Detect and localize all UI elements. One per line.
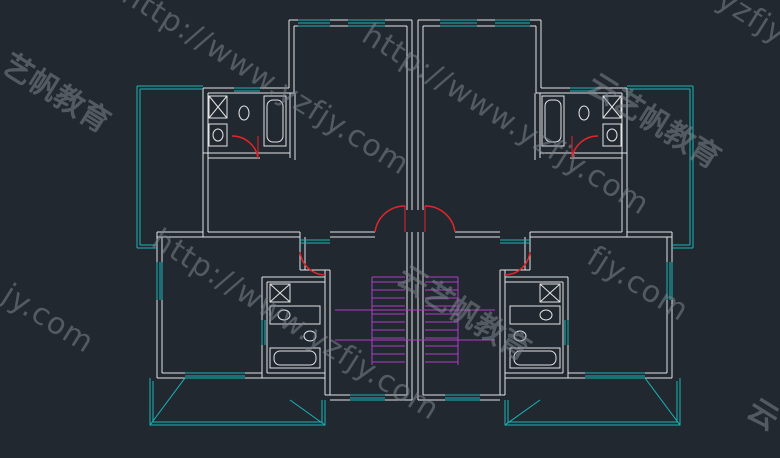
stair-treads-right bbox=[425, 281, 458, 363]
door-right-lower bbox=[504, 251, 531, 276]
fixtures bbox=[208, 95, 622, 369]
window-top-1 bbox=[298, 19, 330, 27]
watermarks: http://www.yzfjy.com http://www.yzfjy.co… bbox=[0, 0, 780, 438]
window-bottom-4 bbox=[445, 394, 480, 401]
watermark-url-left: jy.com bbox=[0, 277, 100, 361]
stair-landing-lines bbox=[335, 309, 495, 341]
stair-left-outline bbox=[371, 276, 405, 365]
fixture-tub-left-lower bbox=[269, 347, 321, 369]
opening-lower-right bbox=[564, 320, 569, 345]
wall-right-bath-inner bbox=[534, 93, 541, 160]
window-top-4 bbox=[495, 19, 530, 27]
stair-right-outline bbox=[425, 276, 459, 365]
wall-left-lower-outer bbox=[156, 232, 163, 378]
tub-inner-left-upper bbox=[266, 99, 284, 143]
sink-bowl-right-upper bbox=[606, 128, 618, 142]
fixture-counter-left-lower bbox=[269, 305, 321, 325]
shower-cross-right-upper bbox=[602, 95, 622, 119]
wall-mid-left bbox=[157, 231, 375, 238]
toilet-right-upper bbox=[578, 105, 590, 121]
wall-left-corridor bbox=[324, 270, 412, 401]
toilet-left-lower bbox=[303, 330, 317, 342]
shower-cross-left-lower bbox=[269, 283, 291, 303]
door-right-bath bbox=[571, 135, 599, 159]
window-bottom-3 bbox=[350, 394, 385, 401]
window-right-bath bbox=[570, 87, 596, 92]
door-left-bath bbox=[231, 135, 259, 159]
sink-bowl-left-upper bbox=[212, 128, 224, 142]
shower-cross-right-lower bbox=[539, 283, 561, 303]
stair-treads-left bbox=[372, 281, 405, 363]
toilet-left-upper bbox=[238, 105, 250, 121]
wall-right-lower-outer bbox=[666, 232, 673, 378]
wall-central-left bbox=[406, 20, 413, 210]
window-top-2 bbox=[348, 19, 385, 27]
watermark-url-topright: yzfjy bbox=[711, 0, 780, 52]
stairs bbox=[335, 276, 495, 365]
tub-inner-right-upper bbox=[544, 99, 562, 143]
door-left-lower bbox=[299, 251, 326, 276]
wall-right-corridor bbox=[418, 270, 506, 401]
balcony-diagonals bbox=[149, 377, 681, 426]
window-left-bath bbox=[234, 87, 260, 92]
wall-left-upper bbox=[288, 20, 295, 93]
fixture-shower-right-lower bbox=[539, 283, 561, 303]
watermark-cn-center: 云艺帆教育 bbox=[391, 259, 537, 368]
fixture-tub-right-upper bbox=[541, 95, 565, 147]
doors bbox=[231, 135, 599, 276]
wall-right-lower-bottom bbox=[568, 372, 672, 379]
door-right-entry bbox=[424, 205, 456, 233]
watermark-url-top: http://www.yzfjy.com bbox=[356, 17, 656, 222]
fixture-tub-right-lower bbox=[509, 347, 561, 369]
fixture-sink-left-upper bbox=[208, 123, 228, 147]
sink-bowl-right-lower bbox=[539, 309, 553, 321]
wall-central-right bbox=[417, 20, 424, 210]
wall-right-upper bbox=[535, 20, 542, 93]
wall-left-bath-inner bbox=[289, 93, 296, 160]
watermark-cn-left: 艺帆教育 bbox=[0, 47, 116, 140]
balcony-bottom-right bbox=[504, 378, 681, 426]
window-right-side bbox=[666, 262, 673, 300]
watermark-cn-corner: 云 bbox=[741, 392, 780, 438]
wall-central-lower bbox=[406, 232, 424, 400]
door-leaf-lines bbox=[257, 136, 573, 232]
window-top-3 bbox=[440, 19, 477, 27]
opening-lower-left bbox=[261, 320, 266, 345]
balcony-bottom-left bbox=[149, 378, 326, 426]
balcony-right bbox=[627, 85, 694, 249]
window-left-side bbox=[156, 262, 163, 300]
fixture-shower-right-upper bbox=[602, 95, 622, 119]
wall-left-lower-bottom bbox=[157, 372, 262, 379]
fixture-shower-left-lower bbox=[269, 283, 291, 303]
opening-mid-right bbox=[500, 239, 530, 244]
opening-mid-left bbox=[300, 239, 330, 244]
watermark-url-bottom: http://www.yzfjy.com bbox=[146, 222, 446, 427]
balcony-left bbox=[136, 85, 203, 249]
fixture-tub-left-upper bbox=[263, 95, 287, 147]
window-bottom-2 bbox=[585, 372, 645, 379]
fixture-shower-left-upper bbox=[208, 95, 228, 119]
windows bbox=[136, 19, 694, 426]
fixture-counter-right-lower bbox=[509, 305, 561, 325]
watermark-url-right: fjy.com bbox=[581, 239, 695, 329]
toilet-right-lower bbox=[513, 330, 527, 342]
window-bottom-1 bbox=[185, 372, 245, 379]
tub-inner-right-lower bbox=[513, 350, 557, 366]
fixture-sink-right-upper bbox=[602, 123, 622, 147]
tub-inner-left-lower bbox=[273, 350, 317, 366]
sink-bowl-left-lower bbox=[277, 309, 291, 321]
wall-mid-right bbox=[455, 231, 672, 238]
door-left-entry bbox=[374, 205, 406, 233]
shower-cross-left-upper bbox=[208, 95, 228, 119]
